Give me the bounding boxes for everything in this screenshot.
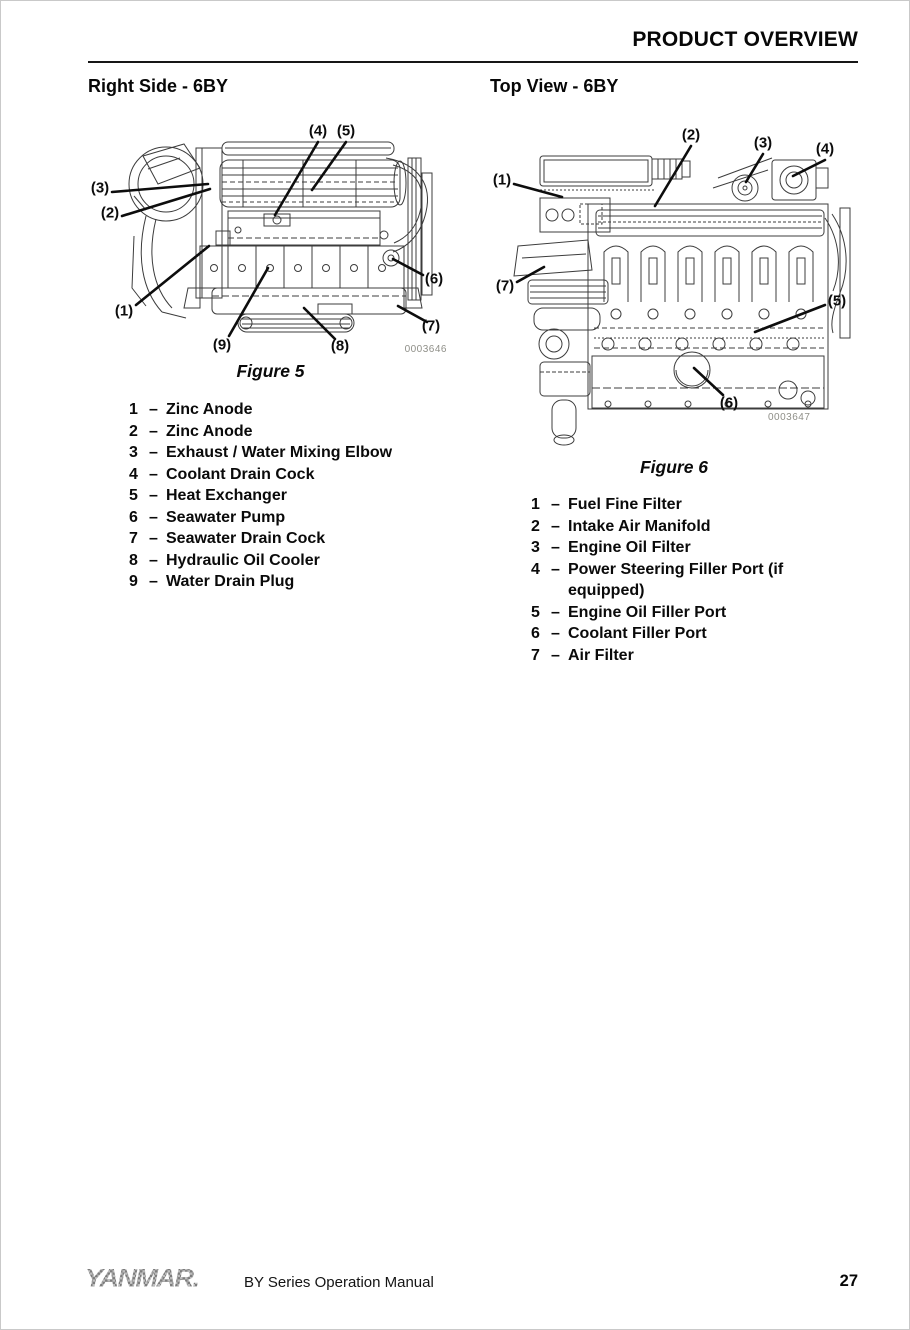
part-number: 7 <box>531 646 540 664</box>
part-number: 4 <box>531 560 540 578</box>
part-number: 1 <box>129 401 138 418</box>
figure5-caption: Figure 5 <box>236 361 305 381</box>
part-number: 8 <box>129 551 138 569</box>
part-name: Intake Air Manifold <box>568 517 711 535</box>
part-number: 2 <box>531 517 540 535</box>
part-item: 5–Heat Exchanger <box>129 485 459 507</box>
part-number: 3 <box>129 444 138 461</box>
part-dash: – <box>149 487 158 504</box>
part-number: 7 <box>129 530 138 547</box>
part-dash: – <box>149 401 158 418</box>
fig6-callout-2: (2) <box>681 126 701 144</box>
part-name: Seawater Drain Cock <box>166 530 326 547</box>
page-number: 27 <box>839 1272 858 1290</box>
part-dash: – <box>551 646 560 664</box>
figure5-right-side-drawing: (1) (2) (3) (4) (5) (6) (7) (8) (9) 0003… <box>88 118 453 363</box>
yanmar-logo: YANMAR. <box>85 1264 200 1292</box>
part-number: 6 <box>129 508 138 526</box>
part-item: 3–Exhaust / Water Mixing Elbow <box>129 442 459 464</box>
page-title: PRODUCT OVERVIEW <box>632 28 858 51</box>
fig6-callout-7: (7) <box>495 277 515 295</box>
part-dash: – <box>551 603 560 621</box>
fig5-image-code: 0003646 <box>404 344 447 355</box>
part-number: 2 <box>129 422 138 440</box>
part-dash: – <box>149 508 158 526</box>
part-number: 4 <box>129 465 138 483</box>
part-name: Fuel Fine Filter <box>568 496 682 513</box>
fig5-callout-2: (2) <box>100 204 120 222</box>
part-dash: – <box>149 530 158 547</box>
part-dash: – <box>149 465 158 483</box>
figure6-top-view-drawing: (1) (2) (3) (4) (5) (6) (7) 0003647 <box>488 118 860 448</box>
fig6-callout-5: (5) <box>827 292 847 310</box>
part-name: Heat Exchanger <box>166 487 287 504</box>
part-dash: – <box>149 422 158 440</box>
part-dash: – <box>551 560 560 578</box>
part-item: 7–Seawater Drain Cock <box>129 528 459 550</box>
fig6-callout-4: (4) <box>815 140 835 158</box>
part-dash: – <box>551 625 560 642</box>
part-item: 7–Air Filter <box>531 645 843 667</box>
part-item: 9–Water Drain Plug <box>129 571 459 593</box>
engine-top-view-illustration <box>512 144 851 446</box>
fig6-callout-3: (3) <box>753 134 773 152</box>
part-item: 4–Power Steering Filler Port (if equippe… <box>531 559 843 602</box>
part-name: Exhaust / Water Mixing Elbow <box>166 444 393 461</box>
section-heading-right-side: Right Side - 6BY <box>88 76 229 96</box>
part-item: 6–Seawater Pump <box>129 507 459 529</box>
part-item: 2–Zinc Anode <box>129 421 459 443</box>
manual-title: BY Series Operation Manual <box>244 1274 434 1291</box>
part-name: Zinc Anode <box>166 422 253 440</box>
part-number: 1 <box>531 496 540 513</box>
fig5-callout-1: (1) <box>114 302 134 320</box>
section-heading-top-view: Top View - 6BY <box>490 76 619 96</box>
part-item: 6–Coolant Filler Port <box>531 623 843 645</box>
part-name: Engine Oil Filter <box>568 539 691 556</box>
fig5-callout-5: (5) <box>336 122 356 140</box>
part-dash: – <box>149 444 158 461</box>
part-dash: – <box>149 551 158 569</box>
fig5-callout-3: (3) <box>90 179 110 197</box>
part-name: Coolant Filler Port <box>568 625 707 642</box>
part-number: 5 <box>129 487 138 504</box>
part-name: Air Filter <box>568 646 634 664</box>
part-item: 8–Hydraulic Oil Cooler <box>129 550 459 572</box>
part-item: 3–Engine Oil Filter <box>531 537 843 559</box>
part-dash: – <box>551 496 560 513</box>
part-dash: – <box>551 539 560 556</box>
fig6-callout-1: (1) <box>492 171 512 189</box>
fig5-callout-8: (8) <box>330 337 350 355</box>
figure6-leader-lines <box>512 144 827 397</box>
part-item: 1–Fuel Fine Filter <box>531 494 843 516</box>
fig6-image-code: 0003647 <box>768 412 811 423</box>
part-number: 5 <box>531 603 540 621</box>
fig5-callout-6: (6) <box>424 270 444 288</box>
parts-list-right-side: 1–Zinc Anode 2–Zinc Anode 3–Exhaust / Wa… <box>129 399 459 593</box>
engine-right-side-illustration <box>110 140 433 341</box>
part-name: Coolant Drain Cock <box>166 465 315 483</box>
part-name: Zinc Anode <box>166 401 253 418</box>
fig5-callout-9: (9) <box>212 336 232 354</box>
part-name: Engine Oil Filler Port <box>568 603 727 621</box>
part-item: 2–Intake Air Manifold <box>531 516 843 538</box>
part-item: 4–Coolant Drain Cock <box>129 464 459 486</box>
part-name: Hydraulic Oil Cooler <box>166 551 320 569</box>
part-name: Power Steering Filler Port (if equipped) <box>568 560 784 600</box>
fig5-callout-4: (4) <box>308 122 328 140</box>
part-name: Water Drain Plug <box>166 573 295 590</box>
part-dash: – <box>551 517 560 535</box>
figure5-leader-lines <box>110 140 429 341</box>
part-item: 5–Engine Oil Filler Port <box>531 602 843 624</box>
figure6-caption: Figure 6 <box>639 457 709 477</box>
part-number: 3 <box>531 539 540 556</box>
header-rule <box>88 61 858 63</box>
part-item: 1–Zinc Anode <box>129 399 459 421</box>
parts-list-top-view: 1–Fuel Fine Filter 2–Intake Air Manifold… <box>531 494 843 666</box>
part-name: Seawater Pump <box>166 508 286 526</box>
fig6-callout-6: (6) <box>719 394 739 412</box>
part-number: 9 <box>129 573 138 590</box>
part-number: 6 <box>531 625 540 642</box>
part-dash: – <box>149 573 158 590</box>
fig5-callout-7: (7) <box>421 317 441 335</box>
